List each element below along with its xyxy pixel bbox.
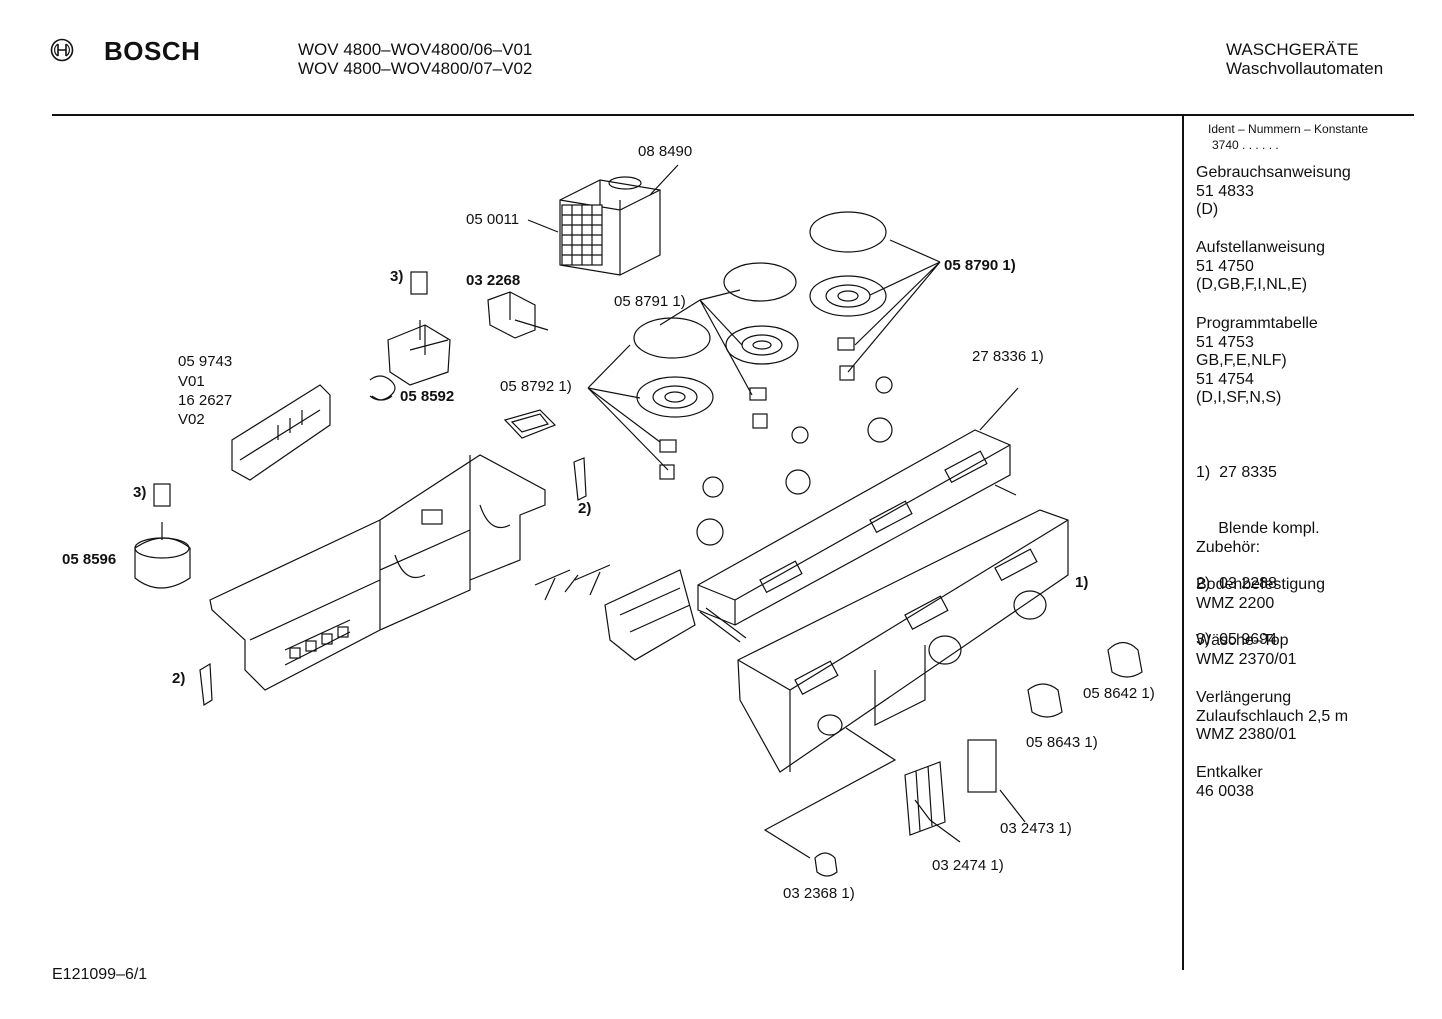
push-button-icon xyxy=(967,739,997,793)
doc-line: 2) 03 2288 xyxy=(1196,575,1277,592)
category-subtitle: Waschvollautomaten xyxy=(1226,59,1384,78)
gear-icon xyxy=(875,376,893,394)
doc-block-aufstellanweisung: Aufstellanweisung 51 4750 (D,GB,F,I,NL,E… xyxy=(1196,239,1325,295)
doc-line: Verlängerung xyxy=(1196,689,1292,706)
doc-line: Blende kompl. xyxy=(1196,519,1320,537)
doc-line: GB,F,E,NLF) xyxy=(1196,352,1287,369)
model-line-1: WOV 4800–WOV4800/06–V01 xyxy=(298,40,533,59)
part-label: 3) xyxy=(133,484,147,501)
doc-line: (D,I,SF,N,S) xyxy=(1196,389,1282,406)
part-label: 1) xyxy=(1075,574,1089,591)
part-label: 05 8792 1) xyxy=(500,378,572,395)
part-label: 05 8791 1) xyxy=(614,293,686,310)
doc-line: Zulaufschlauch 2,5 m xyxy=(1196,707,1349,725)
circuit-board-icon xyxy=(231,384,331,481)
doc-line: 51 4833 xyxy=(1196,182,1254,200)
category-title: WASCHGERÄTE xyxy=(1226,40,1359,59)
doc-line: 51 4754 xyxy=(1196,370,1254,388)
doc-line: 3) 05 9694 xyxy=(1196,630,1277,648)
doc-line: WMZ 2370/01 xyxy=(1196,650,1297,668)
part-label: V01 xyxy=(178,373,205,390)
doc-line: (D,GB,F,I,NL,E) xyxy=(1196,276,1308,293)
part-label: 05 8592 xyxy=(400,388,455,405)
part-label: 2) xyxy=(578,500,592,517)
control-panel-cover-icon xyxy=(697,429,1011,626)
doc-line: Gebrauchsanweisung xyxy=(1196,164,1351,181)
part-label: 05 0011 xyxy=(466,211,520,228)
part-label: V02 xyxy=(178,411,205,428)
timer-unit-icon xyxy=(559,176,661,276)
tub-disc-icon xyxy=(809,211,887,253)
bosch-logo-icon xyxy=(50,38,74,67)
part-label: 03 2368 1) xyxy=(783,885,855,902)
part-label: 2) xyxy=(172,670,186,687)
chassis-frame-icon xyxy=(209,454,546,691)
sidebar-divider xyxy=(1182,116,1184,970)
part-label: 03 2268 xyxy=(466,272,521,289)
doc-block-bodenbefestigung: Bodenbefestigung WMZ 2200 xyxy=(1196,576,1325,613)
doc-line: 51 4750 xyxy=(1196,257,1254,275)
part-label: 05 8596 xyxy=(62,551,117,568)
front-panel-icon xyxy=(737,509,1069,773)
knob-icon xyxy=(1107,641,1143,678)
exploded-parts-diagram xyxy=(134,164,1143,877)
doc-block-gebrauchsanweisung: Gebrauchsanweisung 51 4833 (D) xyxy=(1196,164,1351,220)
part-label: 08 8490 xyxy=(638,143,693,160)
part-label: 05 8643 1) xyxy=(1026,734,1098,751)
ident-title: Ident – Nummern – Konstante xyxy=(1208,122,1369,136)
doc-block-entkalker: Entkalker 46 0038 xyxy=(1196,764,1263,801)
accessories-heading: Zubehör: xyxy=(1196,539,1260,558)
doc-line: Bodenbefestigung xyxy=(1196,576,1325,593)
part-label: 3) xyxy=(390,268,404,285)
doc-line: 51 4753 xyxy=(1196,333,1254,351)
doc-line: Aufstellanweisung xyxy=(1196,239,1325,256)
ident-value: 3740 . . . . . . xyxy=(1212,138,1279,152)
document-code: E121099–6/1 xyxy=(52,966,148,983)
part-label: 03 2473 1) xyxy=(1000,820,1072,837)
doc-line: Wäsche–Top xyxy=(1196,632,1289,649)
part-label: 05 9743 xyxy=(178,353,233,370)
doc-line: (D) xyxy=(1196,201,1219,218)
doc-line: Zubehör: xyxy=(1196,539,1261,556)
doc-line: 1) 27 8335 xyxy=(1196,464,1277,481)
doc-line: WMZ 2380/01 xyxy=(1196,726,1297,743)
doc-block-verlaengerung: Verlängerung Zulaufschlauch 2,5 m WMZ 23… xyxy=(1196,689,1348,745)
doc-block-waesche-top: Wäsche–Top WMZ 2370/01 xyxy=(1196,632,1296,669)
part-label: 05 8790 1) xyxy=(944,257,1016,274)
doc-line: 46 0038 xyxy=(1196,782,1254,800)
doc-line: Programmtabelle xyxy=(1196,315,1318,332)
doc-line: Entkalker xyxy=(1196,764,1263,781)
part-label: 16 2627 xyxy=(178,392,233,409)
model-line-2: WOV 4800–WOV4800/07–V02 xyxy=(298,59,533,78)
doc-block-programmtabelle: Programmtabelle 51 4753 GB,F,E,NLF) 51 4… xyxy=(1196,315,1318,408)
header-rule xyxy=(52,114,1414,116)
part-label: 03 2474 1) xyxy=(932,857,1004,874)
doc-line: WMZ 2200 xyxy=(1196,594,1275,612)
brand-name: BOSCH xyxy=(104,36,201,66)
part-label: 05 8642 1) xyxy=(1083,685,1155,702)
footnotes-block: 1) 27 8335 Blende kompl. 2) 03 2288 3) 0… xyxy=(1196,427,1320,668)
part-label: 27 8336 1) xyxy=(972,348,1044,365)
